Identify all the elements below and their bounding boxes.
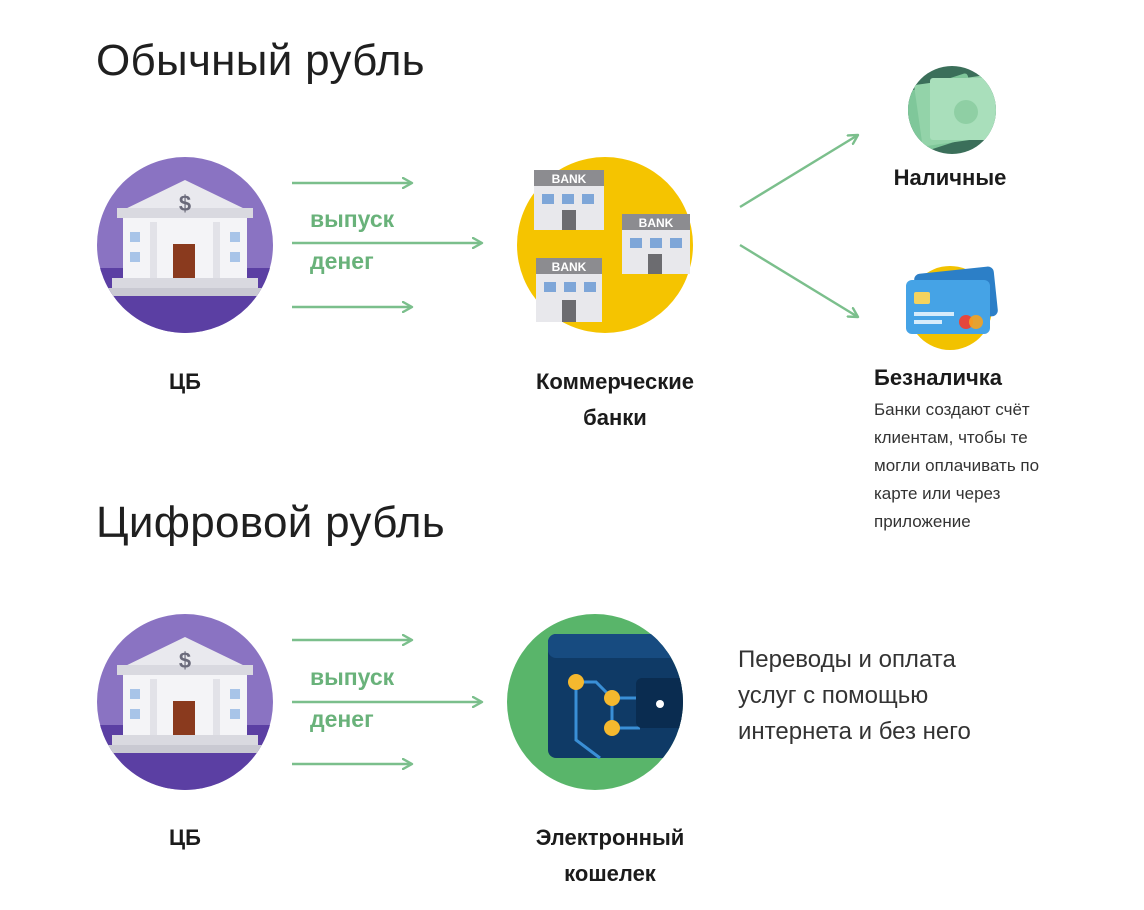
cb-label: ЦБ [169,825,201,850]
arrows-cb-to-banks [292,183,482,307]
cashless-description: Банки создают счёт клиентам, чтобы те мо… [874,396,1039,536]
wallet-label-line-1: Электронный [535,825,685,850]
credit-card-icon [906,266,998,350]
bank-building-icon: $ [97,157,273,333]
arrow-label-line-2: денег [310,706,374,732]
arrow-label: выпуск денег [310,656,394,740]
bank-building-1: BANK [534,170,604,230]
cashless-desc-line-1: Банки создают счёт [874,400,1030,419]
wallet-desc-line-3: интернета и без него [738,718,971,745]
wallet-desc-line-2: услуг с помощью [738,682,929,709]
section-title-digital: Цифровой рубль [96,498,445,547]
arrows-cb-to-wallet [292,640,482,764]
cashless-desc-line-5: приложение [874,512,971,531]
banks-label: Коммерческие банки [500,364,730,436]
wallet-description: Переводы и оплата услуг с помощью интерн… [738,642,971,750]
cash-banknotes-icon [908,66,996,154]
wallet-label: Электронный кошелек [500,820,720,892]
wallet-label-line-2: кошелек [564,861,656,886]
arrow-to-cash [739,135,858,209]
dollar-sign: $ [179,191,191,216]
cb-label: ЦБ [169,369,201,394]
bank-building-icon: $ [97,614,273,790]
bank-sign: BANK [639,216,674,230]
bank-building-3: BANK [536,258,602,322]
dollar-sign: $ [179,648,191,673]
arrow-to-cashless [739,243,858,317]
cashless-desc-line-3: могли оплачивать по [874,456,1040,475]
banks-label-line-1: Коммерческие [536,369,694,394]
arrow-label-line-1: выпуск [310,206,395,232]
arrow-label-line-1: выпуск [310,664,395,690]
cash-label: Наличные [893,165,1007,190]
wallet-desc-line-1: Переводы и оплата [738,646,956,673]
arrow-label: выпуск денег [310,198,394,282]
bank-building-2: BANK [622,214,690,274]
arrows-banks-to-outputs [739,135,858,317]
cashless-desc-line-4: карте или через [874,484,1001,503]
section-title-regular: Обычный рубль [96,36,425,85]
bank-sign: BANK [552,172,587,186]
cashless-label: Безналичка [874,365,1003,390]
banks-label-line-2: банки [583,405,647,430]
electronic-wallet-icon [507,614,683,790]
cashless-desc-line-2: клиентам, чтобы те [874,428,1028,447]
bank-sign: BANK [552,260,587,274]
arrow-label-line-2: денег [310,248,374,274]
commercial-banks-icon: BANK BANK BANK [517,157,693,333]
